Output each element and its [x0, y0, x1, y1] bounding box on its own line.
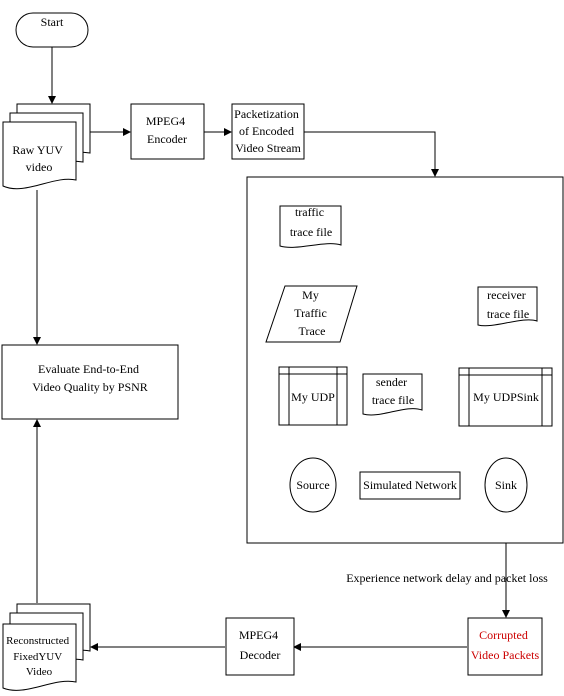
simulated-network-box: Simulated Network	[359, 471, 461, 500]
packetization-label: Packetization of Encoded Video Stream	[234, 107, 302, 155]
source-node: Source	[289, 457, 337, 513]
sink-node: Sink	[484, 457, 528, 513]
corrupted-packets-label: Corrupted Video Packets	[471, 628, 540, 662]
my-udpsink-label: My UDPSink	[473, 390, 539, 404]
sink-label: Sink	[495, 478, 517, 492]
receiver-trace-file-document: receiver trace file	[477, 286, 538, 327]
mpeg4-encoder-label: MPEG4 Encoder	[146, 114, 188, 146]
mpeg4-decoder-box: MPEG4 Decoder	[225, 617, 295, 676]
start-terminator: Start	[15, 12, 89, 48]
simulated-network-label: Simulated Network	[363, 478, 457, 492]
reconstructed-video-documents: Reconstructed FixedYUV Video	[2, 603, 91, 691]
arrow-packetization-to-network-box	[304, 131, 439, 177]
raw-yuv-label: Raw YUV video	[12, 143, 65, 174]
corrupted-packets-box: Corrupted Video Packets	[467, 617, 543, 676]
traffic-trace-file-label: traffic trace file	[290, 205, 332, 239]
packetization-box: Packetization of Encoded Video Stream	[231, 103, 305, 160]
my-traffic-trace-parallelogram: My Traffic Trace	[265, 285, 358, 343]
sender-trace-file-label: sender trace file	[372, 375, 414, 407]
mpeg4-encoder-box: MPEG4 Encoder	[130, 103, 205, 160]
my-traffic-trace-label: My Traffic Trace	[294, 288, 330, 338]
evaluate-box: Evaluate End-to-End Video Quality by PSN…	[1, 344, 179, 420]
sender-trace-file-document: sender trace file	[362, 373, 423, 416]
my-udpsink-box: My UDPSink	[458, 367, 553, 427]
reconstructed-video-label: Reconstructed FixedYUV Video	[6, 635, 72, 678]
my-udp-box: My UDP	[278, 366, 348, 426]
mpeg4-decoder-label: MPEG4 Decoder	[239, 628, 281, 662]
source-label: Source	[296, 478, 329, 492]
evaluate-label: Evaluate End-to-End Video Quality by PSN…	[32, 362, 148, 394]
my-udp-label: My UDP	[291, 390, 335, 404]
raw-yuv-documents: Raw YUV video	[2, 103, 91, 190]
network-delay-annotation: Experience network delay and packet loss	[346, 571, 548, 585]
start-label: Start	[41, 15, 64, 29]
receiver-trace-file-label: receiver trace file	[487, 288, 529, 321]
traffic-trace-file-document: traffic trace file	[279, 205, 342, 248]
